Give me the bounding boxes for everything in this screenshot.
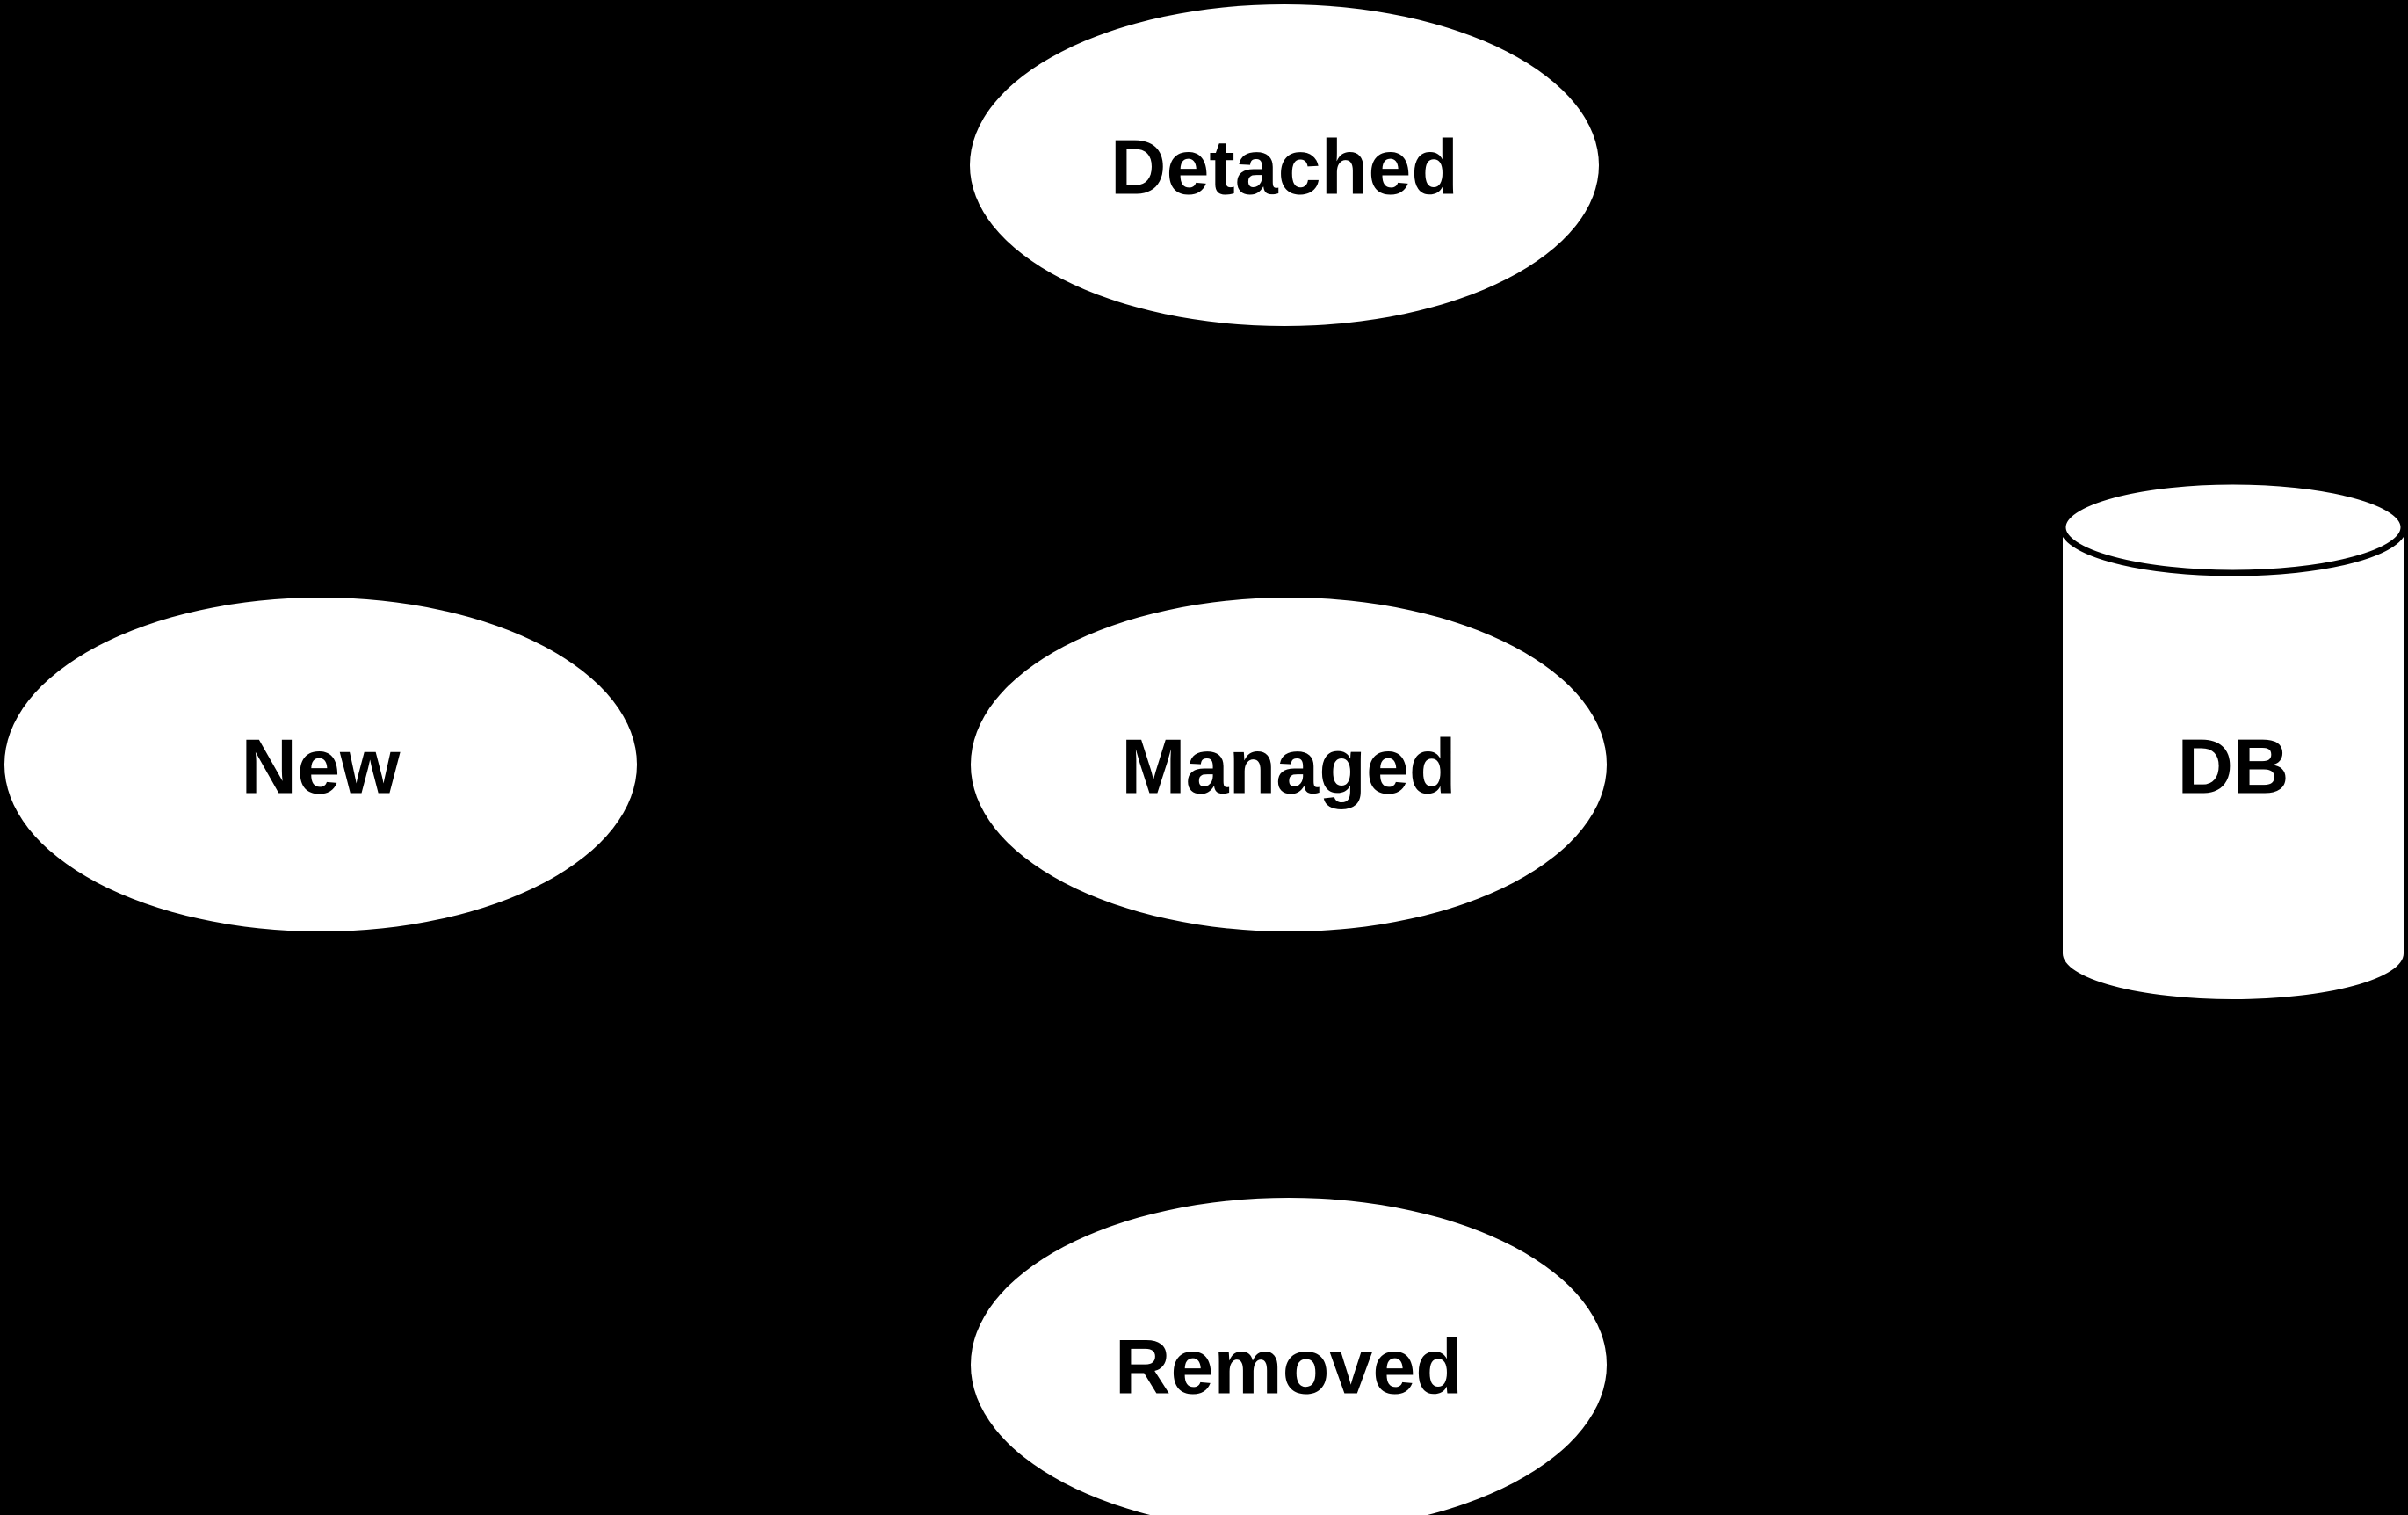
db-label: DB: [2177, 723, 2289, 810]
managed-ellipse-shape: [971, 598, 1607, 931]
node-managed[interactable]: Managed: [971, 598, 1607, 931]
node-detached[interactable]: Detached: [970, 4, 1599, 326]
db-cylinder-body: [2063, 527, 2404, 999]
removed-label: Removed: [1115, 1323, 1463, 1410]
managed-label: Managed: [1121, 723, 1456, 810]
node-removed[interactable]: Removed: [971, 1198, 1607, 1515]
new-ellipse-shape: [4, 598, 637, 931]
node-db[interactable]: DB: [2059, 478, 2407, 999]
node-new[interactable]: New: [4, 598, 637, 931]
new-label: New: [242, 723, 401, 810]
detached-ellipse-shape: [970, 4, 1599, 326]
db-cylinder-top-cap: [2059, 478, 2407, 576]
removed-ellipse-shape: [971, 1198, 1607, 1515]
detached-label: Detached: [1110, 124, 1458, 211]
